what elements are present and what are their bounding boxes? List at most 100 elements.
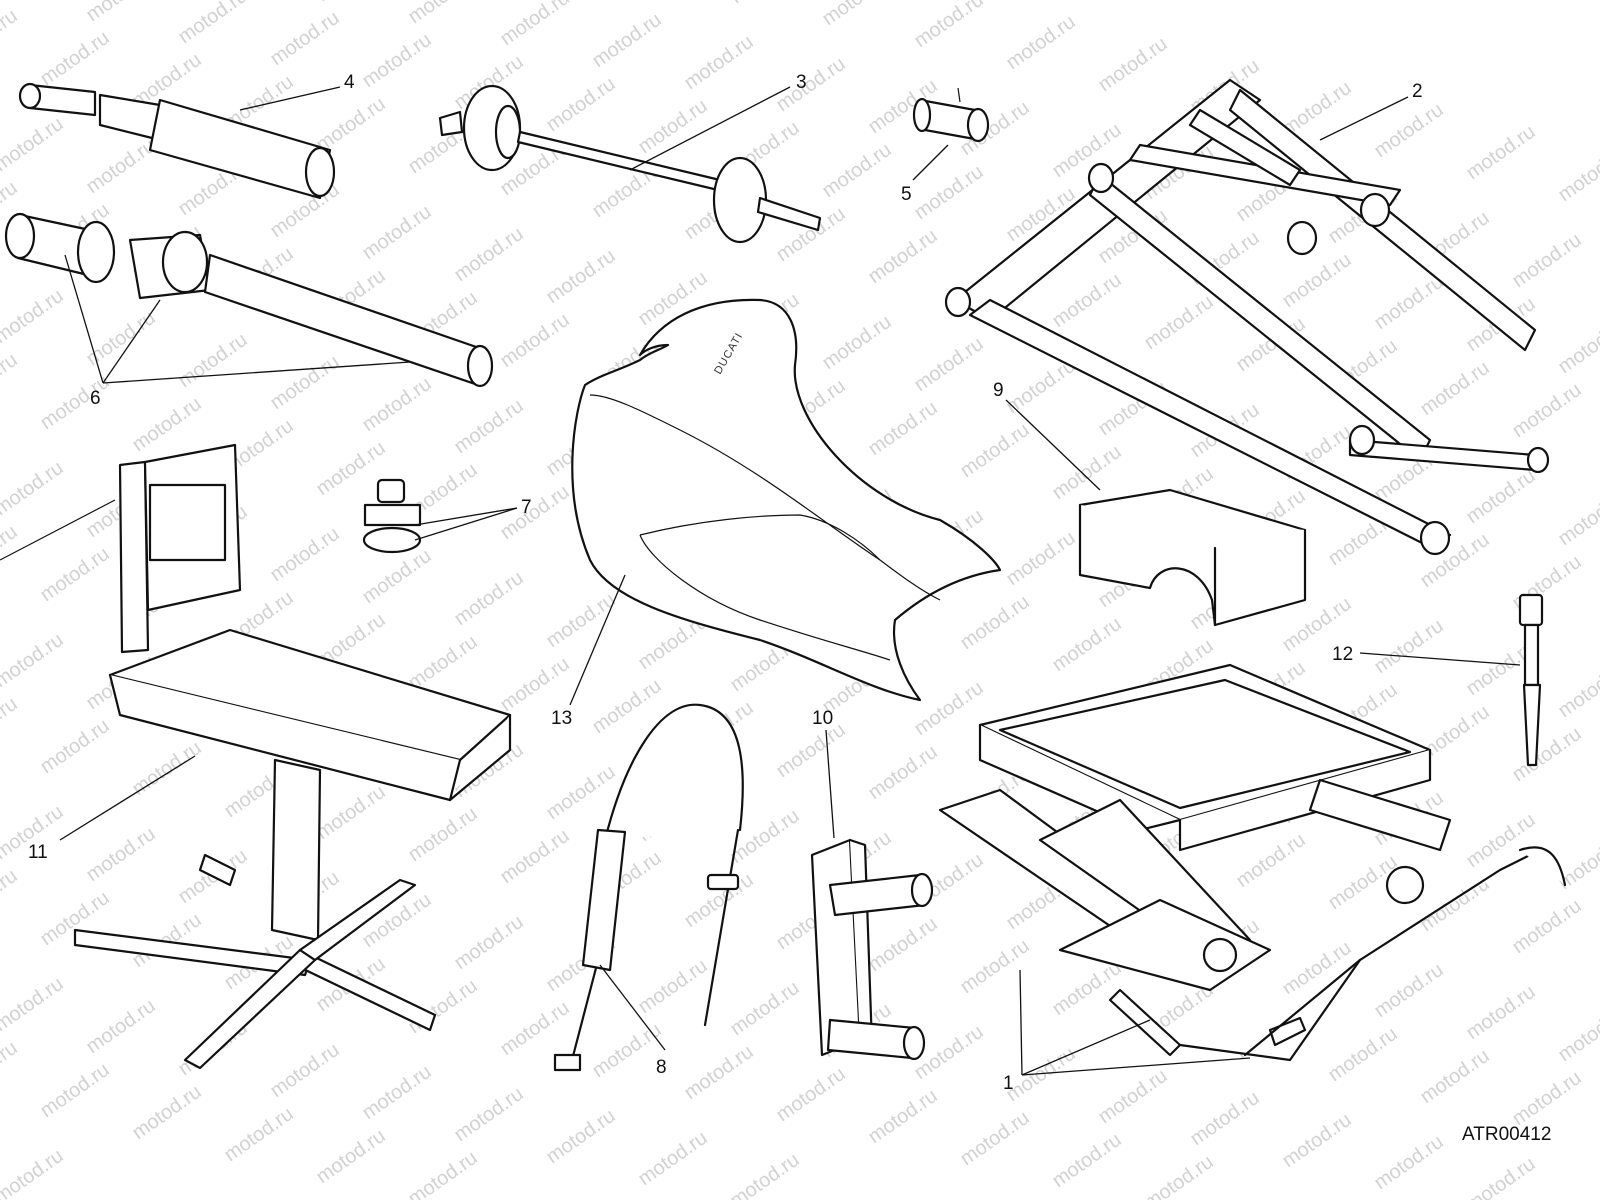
- watermark-text: motod.ru: [1508, 379, 1585, 442]
- part-4-pin-tool: [18, 82, 336, 200]
- watermark-text: motod.ru: [1554, 1003, 1600, 1066]
- watermark-text: motod.ru: [1002, 527, 1079, 590]
- watermark-text: motod.ru: [772, 1063, 849, 1126]
- part-13-seat-cover: DUCATI: [571, 298, 1002, 702]
- watermark-text: motod.ru: [1462, 465, 1539, 528]
- watermark-text: motod.ru: [496, 653, 573, 716]
- leader-lines: [59, 86, 1521, 1076]
- watermark-text: motod.ru: [1048, 269, 1125, 332]
- watermark-text: motod.ru: [82, 135, 159, 198]
- watermark-text: motod.ru: [542, 589, 619, 652]
- watermark-text: motod.ru: [0, 865, 22, 928]
- watermark-text: motod.ru: [726, 1149, 803, 1200]
- watermark-text: motod.ru: [1370, 959, 1447, 1022]
- watermark-text: motod.ru: [1508, 723, 1585, 786]
- watermark-text: motod.ru: [726, 0, 803, 8]
- watermark-text: motod.ru: [864, 397, 941, 460]
- watermark-text: motod.ru: [1048, 441, 1125, 504]
- watermark-text: motod.ru: [1140, 291, 1217, 354]
- watermark-text: motod.ru: [82, 307, 159, 370]
- watermark-text: motod.ru: [1324, 1023, 1401, 1086]
- watermark-text: motod.ru: [542, 761, 619, 824]
- watermark-text: motod.ru: [450, 1083, 527, 1146]
- watermark-text: motod.ru: [1278, 1109, 1355, 1172]
- watermark-text: motod.ru: [0, 973, 68, 1036]
- callout-11: 11: [28, 842, 48, 863]
- watermark-text: motod.ru: [0, 693, 22, 756]
- callout-5: 5: [901, 184, 912, 205]
- watermark-text: motod.ru: [726, 977, 803, 1040]
- watermark-text: motod.ru: [1554, 487, 1600, 550]
- watermark-text: motod.ru: [1462, 121, 1539, 184]
- watermark-text: motod.ru: [36, 27, 113, 90]
- watermark-text: motod.ru: [542, 245, 619, 308]
- watermark-text: motod.ru: [404, 631, 481, 694]
- callout-3: 3: [796, 72, 807, 93]
- watermark-text: motod.ru: [0, 0, 68, 4]
- watermark-text: motod.ru: [450, 223, 527, 286]
- watermark-text: motod.ru: [404, 0, 481, 28]
- watermark-text: motod.ru: [450, 911, 527, 974]
- watermark-text: motod.ru: [956, 591, 1033, 654]
- watermark-text: motod.ru: [312, 1125, 389, 1188]
- watermark-text: motod.ru: [542, 1105, 619, 1168]
- part-10-peg-bracket: [810, 838, 934, 1061]
- watermark-text: motod.ru: [864, 1085, 941, 1148]
- watermark-text: motod.ru: [174, 0, 251, 48]
- watermark-text: motod.ru: [1186, 1087, 1263, 1150]
- watermark-text: motod.ru: [404, 803, 481, 866]
- watermark-text: motod.ru: [450, 567, 527, 630]
- watermark-text: motod.ru: [496, 825, 573, 888]
- callout-1: 1: [1003, 1073, 1014, 1094]
- callout-6: 6: [90, 388, 101, 409]
- watermark-text: motod.ru: [1048, 1129, 1125, 1192]
- watermark-text: motod.ru: [818, 0, 895, 30]
- part-6-drift-set: [4, 212, 494, 388]
- watermark-text: motod.ru: [36, 715, 113, 778]
- watermark-text: motod.ru: [1462, 809, 1539, 872]
- watermark-text: motod.ru: [1370, 1131, 1447, 1194]
- watermark-text: motod.ru: [864, 913, 941, 976]
- watermark-text: motod.ru: [128, 393, 205, 456]
- watermark-text: motod.ru: [910, 677, 987, 740]
- watermark-text: motod.ru: [634, 955, 711, 1018]
- part-8-oil-level-tool: [553, 703, 744, 1072]
- watermark-text: motod.ru: [82, 0, 159, 26]
- watermark-text: motod.ru: [588, 1019, 665, 1082]
- watermark-text: motod.ru: [956, 419, 1033, 482]
- watermark-text: motod.ru: [910, 0, 987, 52]
- watermark-text: motod.ru: [1554, 143, 1600, 206]
- watermark-text: motod.ru: [1416, 357, 1493, 420]
- watermark-text: motod.ru: [0, 1037, 22, 1100]
- watermark-text: motod.ru: [312, 781, 389, 844]
- part-11-tray-stand: [0, 443, 512, 1070]
- watermark-text: motod.ru: [1048, 957, 1125, 1020]
- watermark-text: motod.ru: [818, 311, 895, 374]
- part-2-stand-frame: [944, 78, 1550, 556]
- watermark-text: motod.ru: [0, 521, 22, 584]
- watermark-text: motod.ru: [634, 95, 711, 158]
- watermark-text: motod.ru: [1278, 249, 1355, 312]
- watermark-text: motod.ru: [1462, 981, 1539, 1044]
- watermark-text: motod.ru: [1416, 1045, 1493, 1108]
- watermark-text: motod.ru: [0, 5, 22, 68]
- callout-12: 12: [1332, 644, 1353, 665]
- watermark-text: motod.ru: [1370, 615, 1447, 678]
- watermark-text: motod.ru: [1370, 271, 1447, 334]
- watermark-text: motod.ru: [496, 481, 573, 544]
- part-7-plug: [362, 478, 422, 554]
- part-9-block: [1078, 488, 1307, 627]
- watermark-text: motod.ru: [266, 523, 343, 586]
- watermark-text: motod.ru: [818, 139, 895, 202]
- watermark-text: motod.ru: [680, 31, 757, 94]
- watermark-text: motod.ru: [772, 53, 849, 116]
- watermark-text: motod.ru: [266, 1039, 343, 1102]
- watermark-text: motod.ru: [680, 1041, 757, 1104]
- watermark-text: motod.ru: [1002, 1043, 1079, 1106]
- watermark-text: motod.ru: [1232, 829, 1309, 892]
- watermark-text: motod.ru: [864, 741, 941, 804]
- watermark-text: motod.ru: [1508, 1067, 1585, 1130]
- watermark-text: motod.ru: [36, 1059, 113, 1122]
- callout-7: 7: [521, 497, 532, 518]
- callout-8: 8: [656, 1057, 667, 1078]
